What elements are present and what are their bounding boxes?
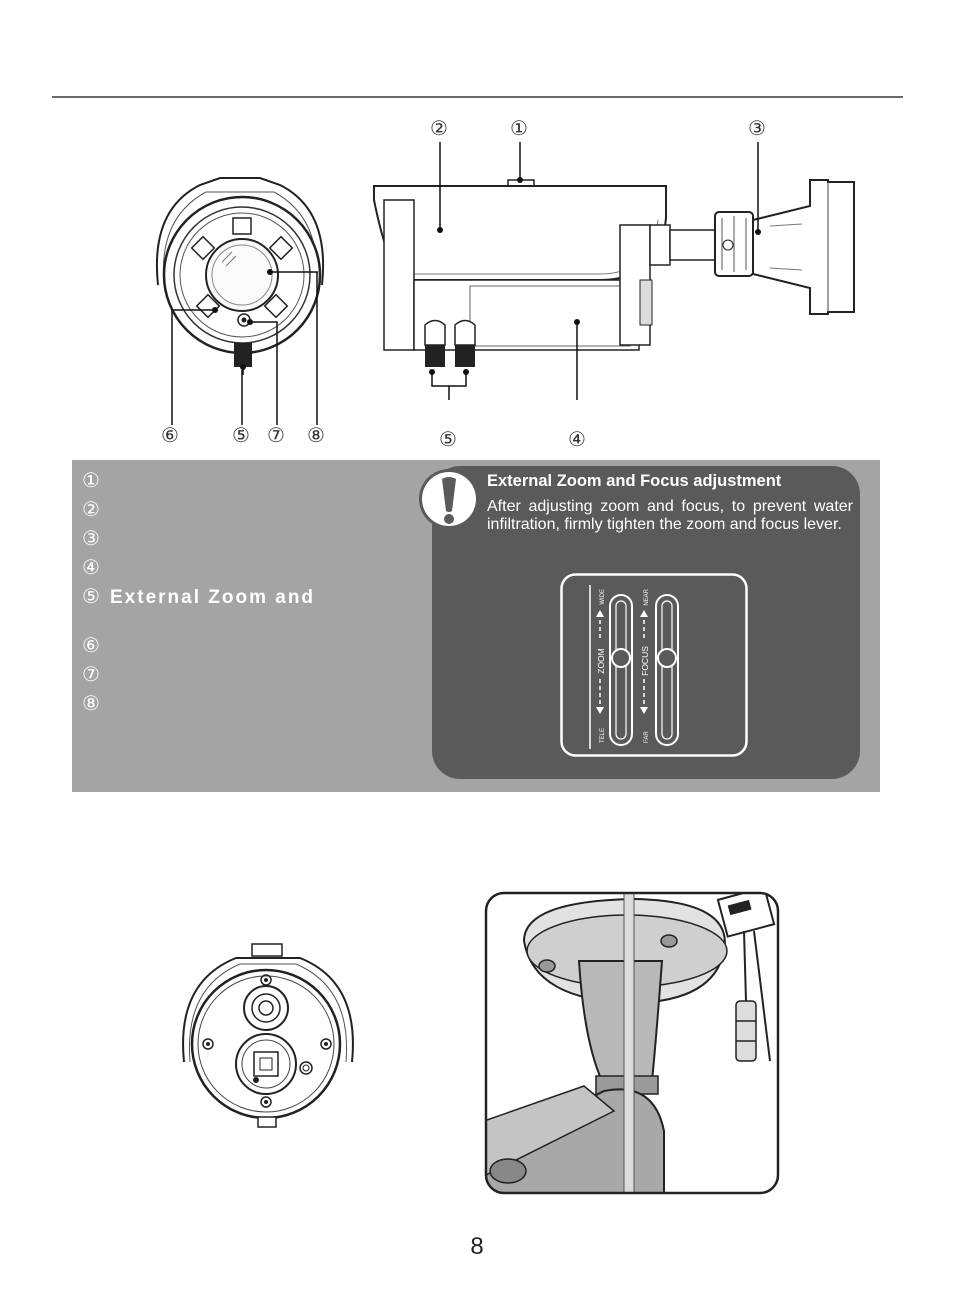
side-callout-3: ③ bbox=[748, 116, 766, 140]
focus-label: FOCUS bbox=[640, 646, 650, 676]
legend-item: ② bbox=[82, 497, 100, 521]
page-number: 8 bbox=[470, 1233, 484, 1260]
side-callout-1: ① bbox=[510, 116, 528, 140]
far-label: FAR bbox=[644, 731, 650, 743]
top-rule bbox=[52, 96, 903, 98]
camera-side-view bbox=[373, 142, 855, 400]
front-callout-5: ⑤ bbox=[232, 423, 250, 447]
legend-item: ④ bbox=[82, 555, 100, 579]
zoom-label: ZOOM bbox=[596, 648, 606, 674]
note-text: After adjusting zoom and focus, to preve… bbox=[487, 498, 853, 533]
side-callout-2: ② bbox=[430, 116, 448, 140]
zoom-focus-lever-diagram: ZOOM FOCUS WIDE TELE NEAR FAR bbox=[560, 573, 748, 757]
front-callout-8: ⑧ bbox=[307, 423, 325, 447]
legend-item: ⑦ bbox=[82, 662, 100, 686]
side-callout-4: ④ bbox=[568, 427, 586, 451]
tele-label: TELE bbox=[600, 728, 606, 743]
camera-rear-view bbox=[182, 943, 354, 1128]
mount-installation-illustration bbox=[484, 891, 780, 1195]
near-label: NEAR bbox=[644, 588, 650, 605]
wide-label: WIDE bbox=[600, 589, 606, 605]
note-title: External Zoom and Focus adjustment bbox=[487, 472, 782, 490]
legend-item: ① bbox=[82, 468, 100, 492]
front-callout-7: ⑦ bbox=[267, 423, 285, 447]
side-callout-5: ⑤ bbox=[439, 427, 457, 451]
warning-icon bbox=[419, 469, 479, 529]
front-callout-6: ⑥ bbox=[161, 423, 179, 447]
legend-item: ⑧ bbox=[82, 691, 100, 715]
legend-item: ③ bbox=[82, 526, 100, 550]
front-leader-lines bbox=[171, 272, 318, 425]
legend-item: ⑥ bbox=[82, 633, 100, 657]
